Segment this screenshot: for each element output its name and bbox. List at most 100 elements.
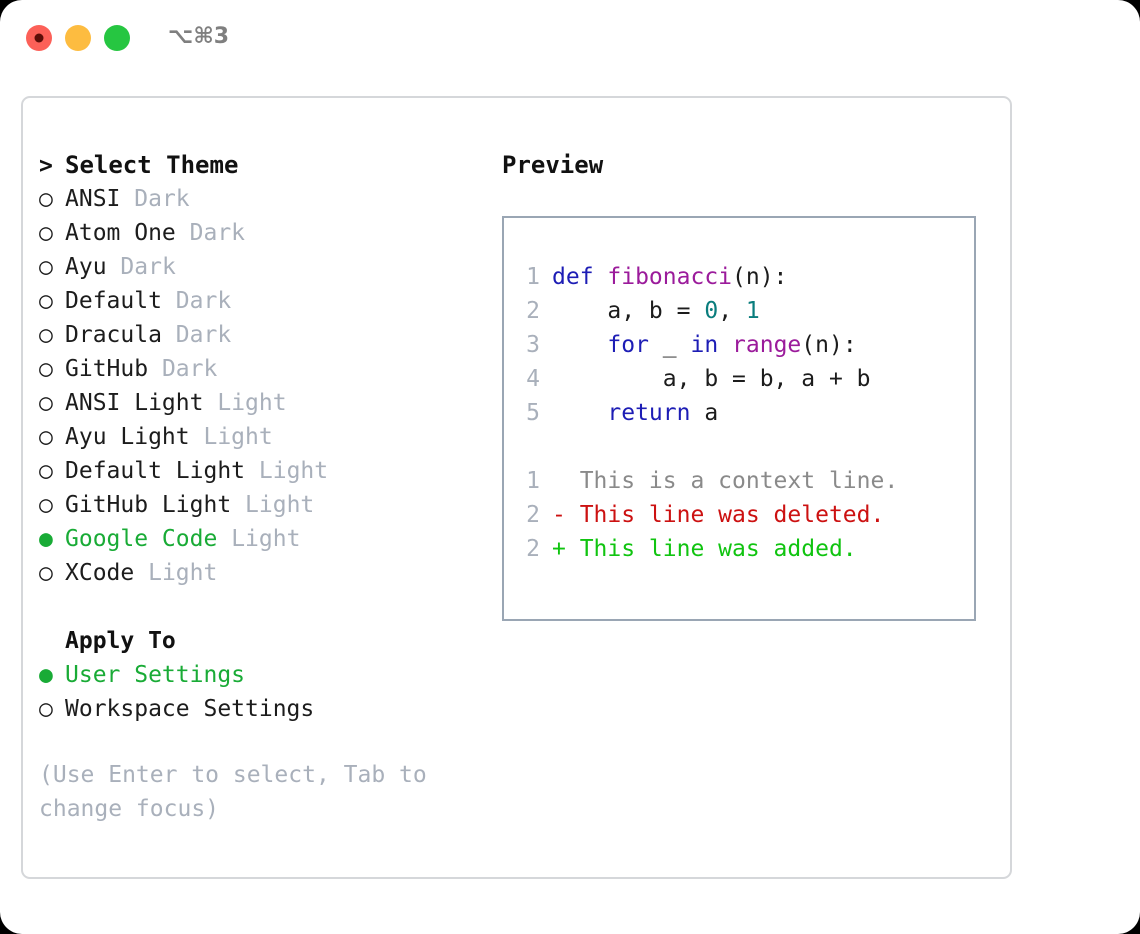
code-line: 3 for _ in range(n): bbox=[518, 328, 968, 362]
code-token-num: 1 bbox=[745, 298, 760, 324]
radio-unselected-icon: ○ bbox=[39, 356, 53, 382]
diff-sample: 1 This is a context line.2- This line wa… bbox=[518, 464, 968, 566]
code-line: 5 return a bbox=[518, 396, 968, 430]
theme-variant-tag: Dark bbox=[189, 220, 246, 246]
theme-list-item[interactable]: ○ GitHub Dark bbox=[39, 352, 484, 386]
theme-list-item[interactable]: ○Default Light Light bbox=[39, 454, 484, 488]
list-spacer bbox=[39, 590, 484, 624]
theme-list: ○ANSI Dark○Atom One Dark○Ayu Dark○Defaul… bbox=[39, 182, 484, 590]
theme-variant-tag: Dark bbox=[134, 186, 190, 212]
apply-to-label: User Settings bbox=[65, 662, 246, 688]
code-token-kw: return bbox=[607, 400, 691, 426]
minimize-button[interactable] bbox=[65, 25, 91, 51]
code-gap bbox=[518, 430, 968, 464]
code-token-kw: in bbox=[690, 332, 719, 358]
code-text: return a bbox=[552, 396, 718, 430]
apply-to-list: ●User Settings○Workspace Settings bbox=[39, 658, 484, 726]
theme-list-item[interactable]: ○ Default Dark bbox=[39, 284, 484, 318]
theme-variant-tag: Light bbox=[245, 492, 315, 518]
code-token-plain bbox=[718, 332, 732, 358]
label-spacer bbox=[148, 352, 162, 386]
main-panel: > Select Theme ○ANSI Dark○Atom One Dark○… bbox=[21, 96, 1012, 879]
theme-variant-tag: Dark bbox=[175, 288, 232, 314]
code-token-plain: , bbox=[718, 298, 746, 324]
theme-name-label: Dracula bbox=[65, 322, 162, 348]
code-text: def fibonacci(n): bbox=[552, 260, 787, 294]
diff-line: 1 This is a context line. bbox=[518, 464, 968, 498]
theme-name-label: ANSI Light bbox=[65, 390, 204, 416]
theme-list-item[interactable]: ○ Ayu Dark bbox=[39, 250, 484, 284]
code-token-plain bbox=[552, 332, 607, 358]
code-text: a, b = b, a + b bbox=[552, 362, 871, 396]
radio-unselected-icon: ○ bbox=[39, 254, 53, 280]
label-spacer bbox=[134, 556, 148, 590]
radio-unselected-icon: ○ bbox=[39, 458, 53, 484]
radio-unselected-icon: ○ bbox=[39, 424, 53, 450]
theme-variant-tag: Dark bbox=[175, 322, 232, 348]
theme-list-item[interactable]: ○ ANSI Light Light bbox=[39, 386, 484, 420]
theme-variant-tag: Dark bbox=[161, 356, 218, 382]
label-spacer bbox=[162, 318, 176, 352]
theme-list-item[interactable]: ○ Dracula Dark bbox=[39, 318, 484, 352]
code-token-plain: (n): bbox=[801, 332, 857, 358]
radio-unselected-icon: ○ bbox=[39, 696, 53, 722]
code-token-fn: fibonacci bbox=[607, 264, 733, 290]
theme-name-label: GitHub Light bbox=[65, 492, 232, 518]
theme-name-label: XCode bbox=[65, 560, 135, 586]
theme-list-item[interactable]: ○ ANSI Dark bbox=[39, 182, 484, 216]
theme-variant-tag: Light bbox=[148, 560, 218, 586]
theme-list-item[interactable]: ○ XCode Light bbox=[39, 556, 484, 590]
theme-list-item[interactable]: ○Atom One Dark bbox=[39, 216, 484, 250]
label-spacer bbox=[245, 454, 259, 488]
apply-to-item[interactable]: ○Workspace Settings bbox=[39, 692, 484, 726]
theme-variant-tag: Light bbox=[231, 526, 301, 552]
select-theme-header: > Select Theme bbox=[39, 148, 484, 182]
maximize-button[interactable] bbox=[104, 25, 130, 51]
diff-text: + This line was added. bbox=[552, 536, 857, 562]
label-spacer bbox=[176, 216, 190, 250]
prompt-caret-icon: > bbox=[39, 153, 53, 179]
code-token-kw: for bbox=[607, 332, 649, 358]
theme-list-item[interactable]: ●Google Code Light bbox=[39, 522, 484, 556]
theme-name-label: Ayu Light bbox=[65, 424, 190, 450]
theme-variant-tag: Dark bbox=[120, 254, 176, 280]
theme-list-item[interactable]: ○GitHub Light Light bbox=[39, 488, 484, 522]
radio-unselected-icon: ○ bbox=[39, 560, 53, 586]
line-number: 2 bbox=[526, 536, 540, 562]
theme-name-label: Ayu bbox=[65, 254, 107, 280]
select-theme-title: Select Theme bbox=[65, 151, 239, 179]
close-button[interactable] bbox=[26, 25, 52, 51]
theme-name-label: Default bbox=[65, 288, 162, 314]
diff-line: 2 + This line was added. bbox=[518, 532, 968, 566]
code-token-plain: (n): bbox=[732, 264, 788, 290]
traffic-light-buttons bbox=[26, 25, 130, 51]
label-spacer bbox=[120, 182, 134, 216]
code-token-fn: range bbox=[732, 332, 802, 358]
theme-variant-tag: Light bbox=[217, 390, 287, 416]
code-token-plain: a, b = bbox=[552, 298, 705, 324]
line-number: 2 bbox=[526, 298, 540, 324]
code-token-num: 0 bbox=[704, 298, 719, 324]
radio-selected-icon: ● bbox=[39, 526, 53, 552]
radio-unselected-icon: ○ bbox=[39, 322, 53, 348]
keyboard-hint-text: (Use Enter to select, Tab to change focu… bbox=[39, 762, 441, 822]
apply-to-item[interactable]: ●User Settings bbox=[39, 658, 484, 692]
title-bar: ⌥⌘3 bbox=[0, 0, 1140, 78]
code-line: 4 a, b = b, a + b bbox=[518, 362, 968, 396]
code-text: a, b = 0, 1 bbox=[552, 294, 760, 328]
radio-unselected-icon: ○ bbox=[39, 288, 53, 314]
theme-variant-tag: Light bbox=[258, 458, 329, 484]
code-token-plain: a, b = b, a + b bbox=[552, 366, 871, 392]
label-spacer bbox=[203, 386, 217, 420]
code-token-plain bbox=[552, 400, 607, 426]
radio-unselected-icon: ○ bbox=[39, 186, 53, 212]
theme-name-label: ANSI bbox=[65, 186, 121, 212]
radio-unselected-icon: ○ bbox=[39, 390, 53, 416]
theme-name-label: GitHub bbox=[65, 356, 149, 382]
theme-list-item[interactable]: ○Ayu Light Light bbox=[39, 420, 484, 454]
